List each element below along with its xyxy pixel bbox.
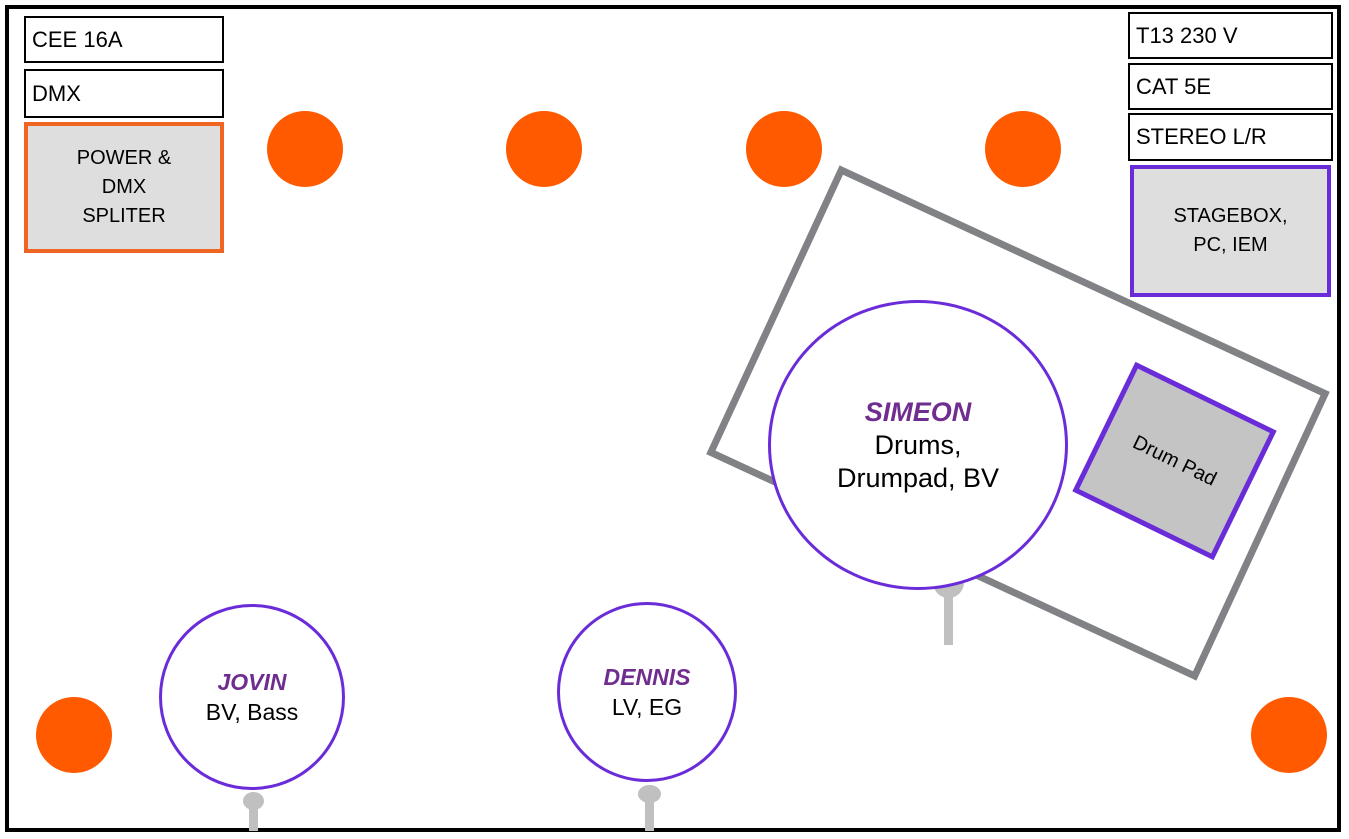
musician-position-dennis: DENNIS LV, EG	[557, 602, 737, 782]
light-fixture-icon	[746, 111, 822, 187]
light-fixture-icon	[985, 111, 1061, 187]
t13-230v-box: T13 230 V	[1128, 12, 1333, 59]
power-dmx-splitter-box: POWER & DMX SPLITER	[24, 122, 224, 253]
musician-position-jovin: JOVIN BV, Bass	[159, 604, 345, 790]
light-fixture-icon	[1251, 697, 1327, 773]
cee-16a-box: CEE 16A	[24, 16, 224, 63]
mic-stand-icon	[645, 795, 654, 831]
light-fixture-icon	[36, 697, 112, 773]
mic-stand-icon	[944, 582, 953, 645]
light-fixture-icon	[506, 111, 582, 187]
drum-pad-label: Drum Pad	[1129, 430, 1221, 491]
dmx-box: DMX	[24, 69, 224, 118]
light-fixture-icon	[267, 111, 343, 187]
t13-230v-label: T13 230 V	[1136, 22, 1238, 48]
musician-name: SIMEON	[864, 396, 972, 427]
dmx-label: DMX	[32, 80, 81, 106]
cee-16a-label: CEE 16A	[32, 26, 123, 52]
stagebox-pc-iem-box: STAGEBOX, PC, IEM	[1130, 165, 1331, 297]
cat5e-box: CAT 5E	[1128, 63, 1333, 110]
cat5e-label: CAT 5E	[1136, 73, 1211, 99]
power-dmx-splitter-label: POWER & DMX SPLITER	[76, 147, 172, 227]
musician-role: Drumpad, BV	[836, 462, 1000, 493]
musician-role: Drums,	[874, 429, 962, 460]
musician-position-simeon: SIMEON Drums, Drumpad, BV	[768, 300, 1068, 590]
musician-role: LV, EG	[611, 694, 683, 720]
mic-stand-icon	[249, 800, 258, 831]
musician-name: DENNIS	[603, 664, 691, 690]
musician-name: JOVIN	[217, 669, 287, 695]
stereo-lr-label: STEREO L/R	[1136, 124, 1267, 149]
mic-head-icon	[638, 785, 661, 803]
musician-role: BV, Bass	[205, 699, 299, 725]
mic-head-icon	[243, 792, 264, 810]
stereo-lr-box: STEREO L/R	[1128, 113, 1333, 161]
stage-outline	[5, 5, 1341, 832]
stagebox-pc-iem-label: STAGEBOX, PC, IEM	[1173, 205, 1288, 256]
